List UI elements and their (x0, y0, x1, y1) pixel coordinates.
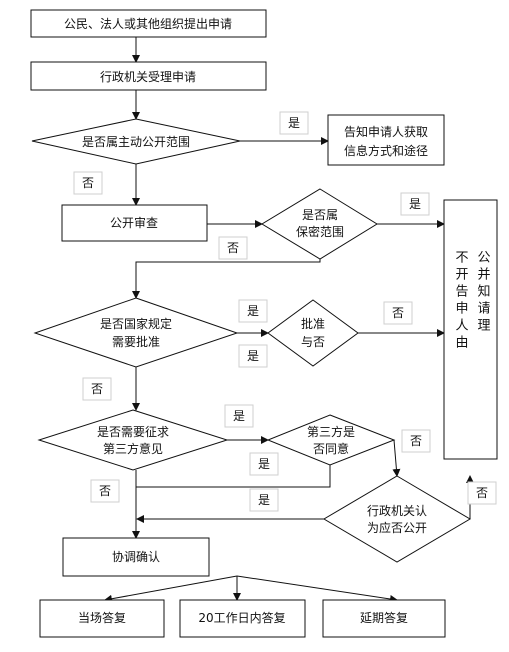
node-active-scope-label: 是否属主动公开范围 (82, 135, 190, 149)
node-reply-delay: 延期答复 (322, 599, 446, 638)
svg-text:是: 是 (233, 409, 245, 423)
node-review: 公开审查 (61, 204, 208, 242)
svg-text:是: 是 (288, 116, 300, 130)
no-label: 否 (82, 377, 112, 401)
node-need-approval: 是否国家规定 需要批准 (33, 297, 239, 368)
node-approve-line1: 批准 (301, 316, 325, 331)
node-reply-delay-label: 延期答复 (360, 610, 408, 625)
branch-labels: 是 否 是 否 是 否 是 否 是 否 是 否 否 是 (73, 111, 497, 512)
node-agency-decide: 行政机关认 为应否公开 (323, 475, 471, 563)
node-secret-scope-line1: 是否属 (302, 208, 338, 222)
no-label: 否 (73, 171, 103, 195)
node-coordinate: 协调确认 (62, 537, 210, 577)
no-label: 否 (383, 301, 413, 325)
yes-label: 是 (249, 488, 279, 512)
node-reply-now-label: 当场答复 (78, 610, 126, 625)
svg-text:是: 是 (247, 349, 259, 363)
yes-label: 是 (238, 299, 268, 323)
node-reply-20: 20工作日内答复 (179, 599, 306, 638)
connectors (104, 37, 474, 603)
no-label: 否 (467, 481, 497, 505)
node-approve-line2: 与否 (301, 335, 325, 349)
svg-text:是: 是 (258, 457, 270, 471)
node-secret-scope: 是否属 保密范围 (261, 188, 378, 260)
node-inform-way-line1: 告知申请人获取 (344, 125, 428, 139)
node-coordinate-label: 协调确认 (112, 549, 160, 564)
node-review-label: 公开审查 (110, 215, 158, 230)
svg-text:否: 否 (410, 434, 422, 448)
node-reply-now: 当场答复 (39, 599, 165, 638)
svg-text:是: 是 (247, 304, 259, 318)
yes-label: 是 (238, 344, 268, 368)
svg-text:是: 是 (409, 197, 421, 211)
svg-text:否: 否 (476, 486, 488, 500)
yes-label: 是 (279, 111, 309, 135)
svg-text:否: 否 (91, 382, 103, 396)
no-label: 否 (401, 429, 431, 453)
no-label: 否 (218, 236, 248, 260)
node-agency-decide-line2: 为应否公开 (367, 520, 427, 535)
node-accept-label: 行政机关受理申请 (100, 70, 196, 84)
node-reply-20-label: 20工作日内答复 (198, 610, 285, 625)
node-need-approval-line2: 需要批准 (112, 334, 160, 349)
node-agency-decide-line1: 行政机关认 (367, 504, 427, 518)
svg-text:否: 否 (82, 176, 94, 190)
node-need-consult-line2: 第三方意见 (103, 441, 163, 456)
node-not-public-reason: 不开告申人由 公并知请理 (443, 199, 498, 460)
node-not-public-reason-col2: 公并知请理 (475, 250, 491, 335)
yes-label: 是 (224, 404, 254, 428)
node-need-consult-line1: 是否需要征求 (97, 425, 169, 439)
node-inform-way-line2: 信息方式和途径 (344, 143, 428, 158)
node-secret-scope-line2: 保密范围 (296, 224, 344, 239)
yes-label: 是 (400, 192, 430, 216)
node-need-approval-line1: 是否国家规定 (100, 316, 172, 331)
svg-text:是: 是 (258, 493, 270, 507)
svg-text:否: 否 (227, 241, 239, 255)
node-approve: 批准 与否 (267, 299, 359, 367)
node-inform-way: 告知申请人获取 信息方式和途径 (327, 114, 445, 166)
node-not-public-reason-col1: 不开告申人由 (453, 250, 469, 352)
node-active-scope: 是否属主动公开范围 (31, 118, 241, 165)
node-third-party: 第三方是 否同意 (266, 414, 396, 466)
node-apply: 公民、法人或其他组织提出申请 (30, 9, 267, 38)
svg-text:否: 否 (99, 484, 111, 498)
svg-text:否: 否 (392, 306, 404, 320)
node-apply-label: 公民、法人或其他组织提出申请 (64, 16, 232, 31)
no-label: 否 (90, 479, 120, 503)
node-third-party-line1: 第三方是 (307, 424, 355, 439)
node-third-party-line2: 否同意 (313, 441, 349, 456)
node-need-consult: 是否需要征求 第三方意见 (37, 409, 229, 471)
yes-label: 是 (249, 452, 279, 476)
node-accept: 行政机关受理申请 (30, 61, 267, 91)
